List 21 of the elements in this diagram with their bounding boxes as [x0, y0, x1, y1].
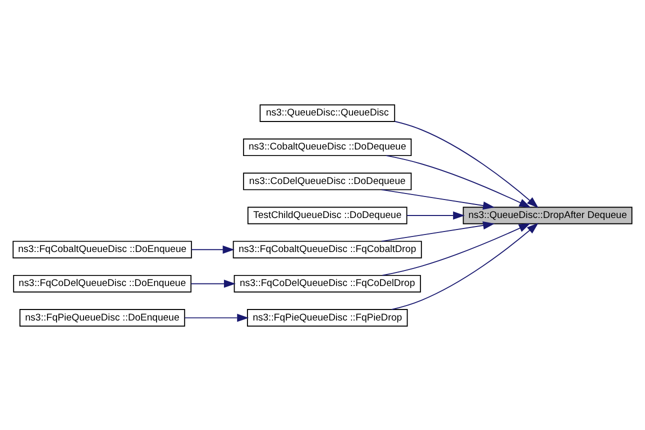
arrow	[380, 188, 495, 210]
node-box: ns3::QueueDisc::DropAfter Dequeue	[462, 206, 632, 224]
node-box: ns3::FqCobaltQueueDisc ::DoEnqueue	[12, 240, 192, 258]
arrow	[190, 245, 234, 254]
node-box: TestChildQueueDisc ::DoDequeue	[247, 206, 408, 224]
node-box: ns3::FqCobaltQueueDisc ::FqCobaltDrop	[232, 240, 422, 258]
arrow	[184, 313, 249, 322]
node-box: ns3::FqCoDelQueueDisc ::FqCoDelDrop	[234, 274, 421, 292]
arrow	[380, 220, 495, 242]
node-box: ns3::QueueDisc::QueueDisc	[260, 104, 396, 122]
node-box: ns3::FqPieQueueDisc ::FqPieDrop	[246, 308, 408, 326]
node-box: ns3::CoDelQueueDisc ::DoDequeue	[243, 172, 412, 190]
node-box: ns3::FqCoDelQueueDisc ::DoEnqueue	[13, 274, 192, 292]
arrow	[386, 154, 531, 208]
arrow	[391, 222, 538, 310]
arrow	[382, 222, 531, 276]
arrow	[406, 210, 465, 220]
node-box: ns3::FqPieQueueDisc ::DoEnqueue	[19, 308, 186, 326]
arrow	[394, 120, 539, 208]
node-box: ns3::CobaltQueueDisc ::DoDequeue	[243, 138, 412, 156]
arrow	[190, 279, 236, 288]
